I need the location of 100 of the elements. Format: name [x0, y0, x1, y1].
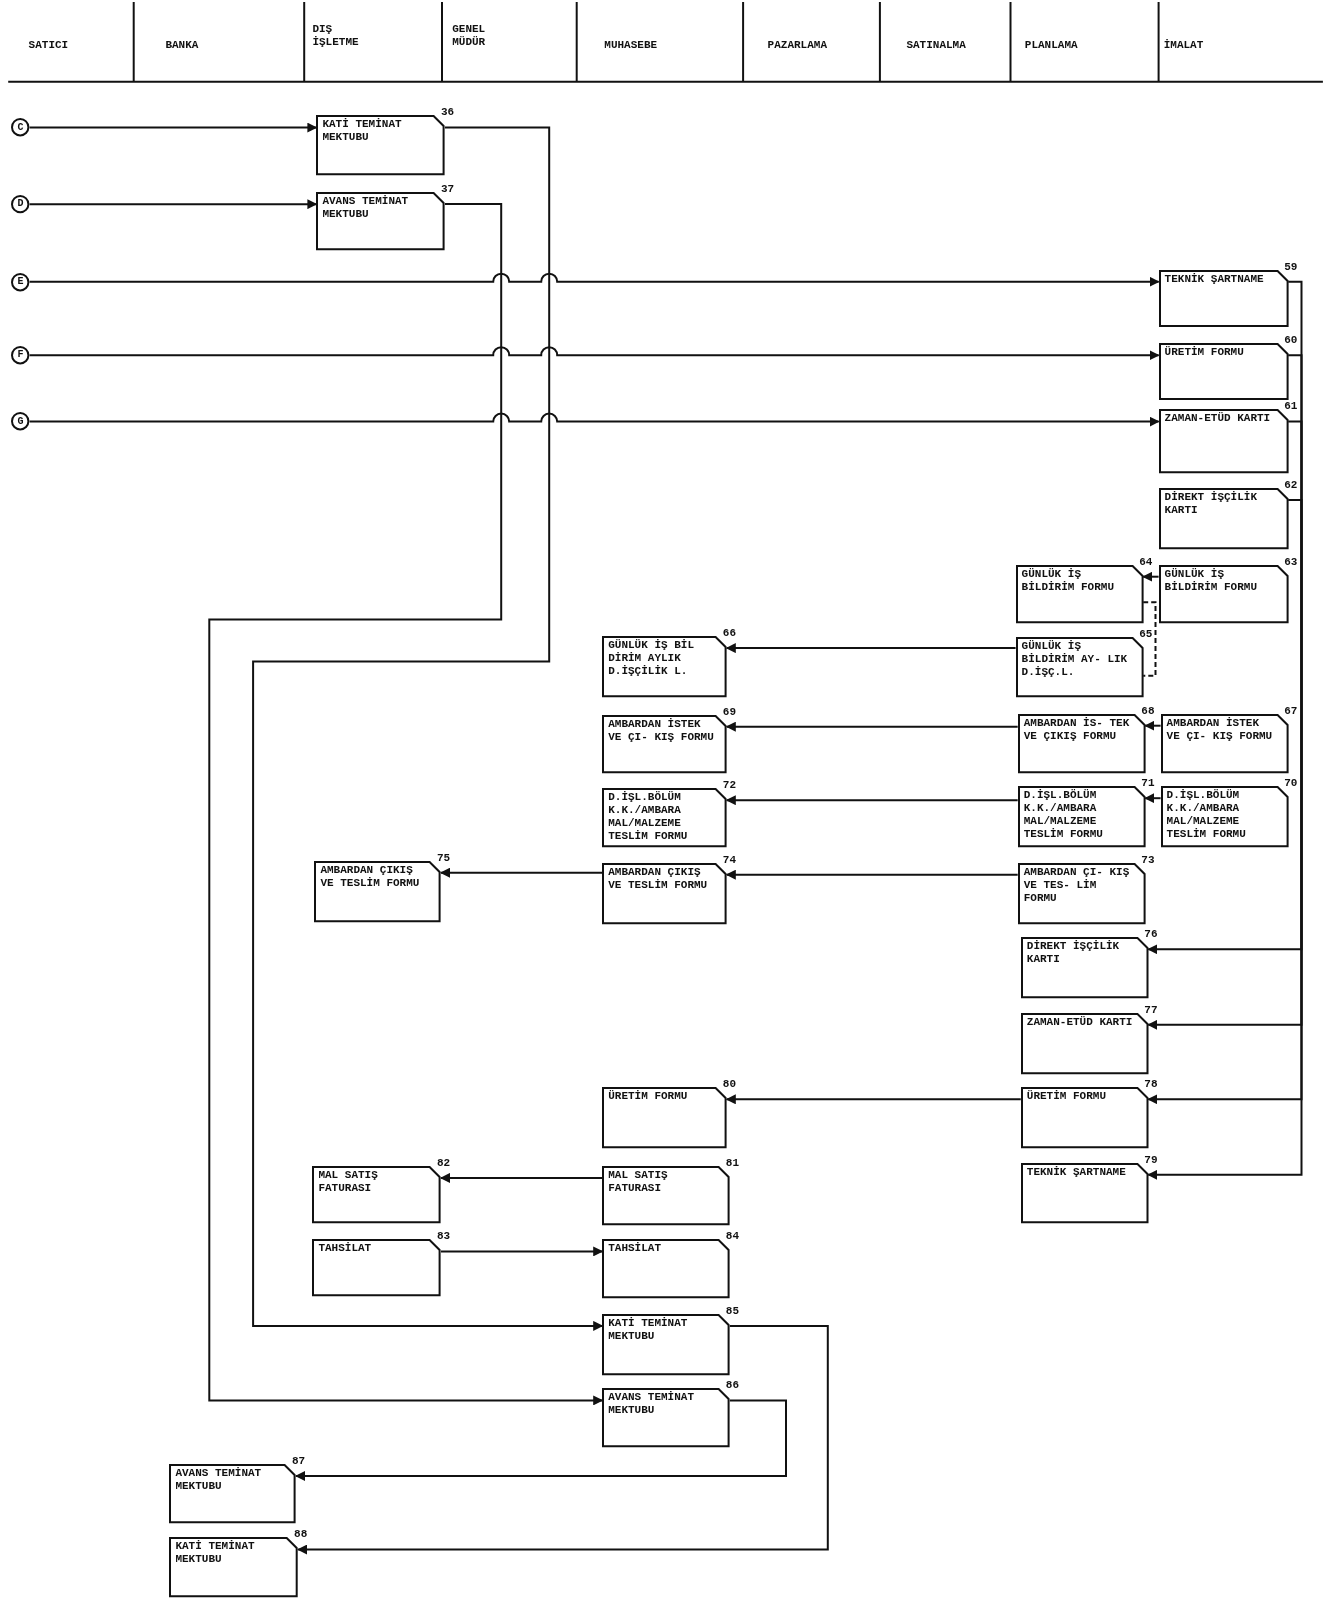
document-shape — [1020, 1012, 1149, 1074]
arrow — [28, 199, 318, 210]
form-number: 74 — [722, 853, 736, 867]
form-number: 60 — [1284, 334, 1298, 347]
arrow — [725, 643, 1017, 654]
form-number: 80 — [722, 1078, 736, 1092]
document-title: GÜNLÜK İŞ BİLDİRİM FORMU — [1020, 566, 1115, 594]
connector-letter: D — [16, 197, 25, 212]
document-shape — [1158, 343, 1289, 401]
document-title: AMBARDAN İS- TEK VE ÇIKIŞ FORMU — [1022, 715, 1131, 743]
arrow — [28, 412, 1160, 427]
form-number: 79 — [1144, 1153, 1158, 1167]
document-title: D.İŞL.BÖLÜM K.K./AMBARA MAL/MALZEME TESLİM FORMU — [1022, 788, 1104, 841]
document-title: AMBARDAN ÇIKIŞ VE TESLİM FORMU — [319, 862, 421, 890]
document-shape — [1020, 1087, 1149, 1149]
document-title: TAHSİLAT — [317, 1241, 373, 1256]
document-title: KATİ TEMİNAT MEKTUBU — [321, 117, 403, 145]
document-shape — [602, 788, 727, 848]
form-number: 59 — [1284, 260, 1298, 274]
document-shape — [602, 1165, 730, 1225]
document-title: TEKNİK ŞARTNAME — [1025, 1164, 1127, 1179]
column-header: GENEL MÜDÜR — [452, 22, 487, 49]
document-shape — [1158, 269, 1289, 327]
document-title: ZAMAN-ETÜD KARTI — [1163, 411, 1272, 426]
arrow — [1147, 420, 1303, 1030]
document-shape — [1158, 564, 1289, 623]
document-title: GÜNLÜK İŞ BİLDİRİM AY- LIK D.İŞÇ.L. — [1020, 639, 1129, 679]
column-header: SATINALMA — [906, 38, 967, 52]
document-shape — [602, 862, 727, 924]
form-number: 82 — [437, 1156, 451, 1170]
document-shape — [602, 1313, 730, 1375]
form-number: 86 — [725, 1379, 739, 1393]
document-title: TAHSİLAT — [607, 1241, 662, 1256]
arrow — [440, 1172, 604, 1183]
arrow — [295, 1399, 787, 1481]
document-title: TEKNİK ŞARTNAME — [1163, 271, 1265, 286]
arrow — [440, 867, 604, 878]
document-shape — [316, 191, 445, 251]
form-number: 72 — [722, 779, 736, 792]
arrow — [440, 1246, 604, 1257]
column-header: PLANLAMA — [1024, 38, 1079, 52]
form-number: 83 — [437, 1230, 451, 1244]
connector-letter: G — [16, 414, 25, 429]
arrow — [725, 1094, 1022, 1105]
document-title: AMBARDAN İSTEK VE ÇI- KIŞ FORMU — [607, 716, 715, 744]
document-title: MAL SATIŞ FATURASI — [607, 1167, 669, 1195]
arrow — [28, 272, 1160, 287]
form-number: 75 — [437, 851, 451, 865]
column-header: PAZARLAMA — [767, 38, 828, 52]
connector-circle — [11, 272, 30, 291]
document-title: AMBARDAN ÇI- KIŞ VE TES- LİM FORMU — [1022, 864, 1131, 905]
document-title: GÜNLÜK İŞ BİLDİRİM FORMU — [1163, 566, 1258, 594]
column-header: SATICI — [28, 38, 70, 52]
form-number: 84 — [725, 1230, 739, 1244]
document-title: ÜRETİM FORMU — [607, 1089, 689, 1104]
document-shape — [314, 860, 441, 922]
form-number: 66 — [722, 626, 736, 640]
form-number: 70 — [1284, 777, 1298, 790]
form-number: 62 — [1284, 478, 1298, 492]
document-shape — [1015, 564, 1144, 623]
document-shape — [316, 115, 445, 176]
column-header: MUHASEBE — [604, 38, 659, 52]
form-number: 76 — [1144, 928, 1158, 942]
document-shape — [169, 1463, 296, 1523]
form-number: 65 — [1139, 628, 1153, 641]
arrow — [1147, 280, 1303, 1180]
document-shape — [1158, 487, 1289, 550]
document-shape — [1158, 409, 1289, 474]
form-number: 73 — [1141, 853, 1155, 867]
arrow — [28, 346, 1160, 361]
form-number: 87 — [292, 1454, 306, 1468]
arrow — [1144, 720, 1162, 731]
document-shape — [312, 1239, 441, 1297]
document-title: ZAMAN-ETÜD KARTI — [1025, 1014, 1134, 1029]
connector-letter: E — [16, 274, 25, 289]
document-shape — [1017, 786, 1146, 848]
column-header: İMALAT — [1163, 38, 1205, 52]
document-shape — [169, 1537, 299, 1598]
arrow — [725, 795, 1019, 806]
document-title: KATİ TEMİNAT MEKTUBU — [607, 1315, 689, 1343]
form-number: 81 — [725, 1156, 739, 1170]
document-shape — [602, 714, 727, 773]
document-title: GÜNLÜK İŞ BİL DİRİM AYLIK D.İŞÇİLİK L. — [607, 637, 695, 678]
document-shape — [1160, 786, 1289, 848]
connector-circle — [11, 412, 30, 431]
document-shape — [312, 1165, 441, 1223]
arrow — [208, 203, 604, 1406]
arrow — [1144, 793, 1162, 804]
document-title: AVANS TEMİNAT MEKTUBU — [321, 193, 410, 221]
form-number: 77 — [1144, 1003, 1158, 1017]
connector-letter: C — [16, 120, 25, 135]
arrow — [725, 721, 1019, 732]
document-shape — [602, 1388, 730, 1448]
form-number: 69 — [722, 705, 736, 719]
form-number: 63 — [1284, 555, 1298, 569]
document-shape — [602, 1087, 727, 1149]
form-number: 68 — [1141, 704, 1155, 718]
connector-circle — [11, 118, 30, 137]
document-title: AVANS TEMİNAT MEKTUBU — [174, 1465, 263, 1493]
form-number: 88 — [294, 1528, 308, 1542]
